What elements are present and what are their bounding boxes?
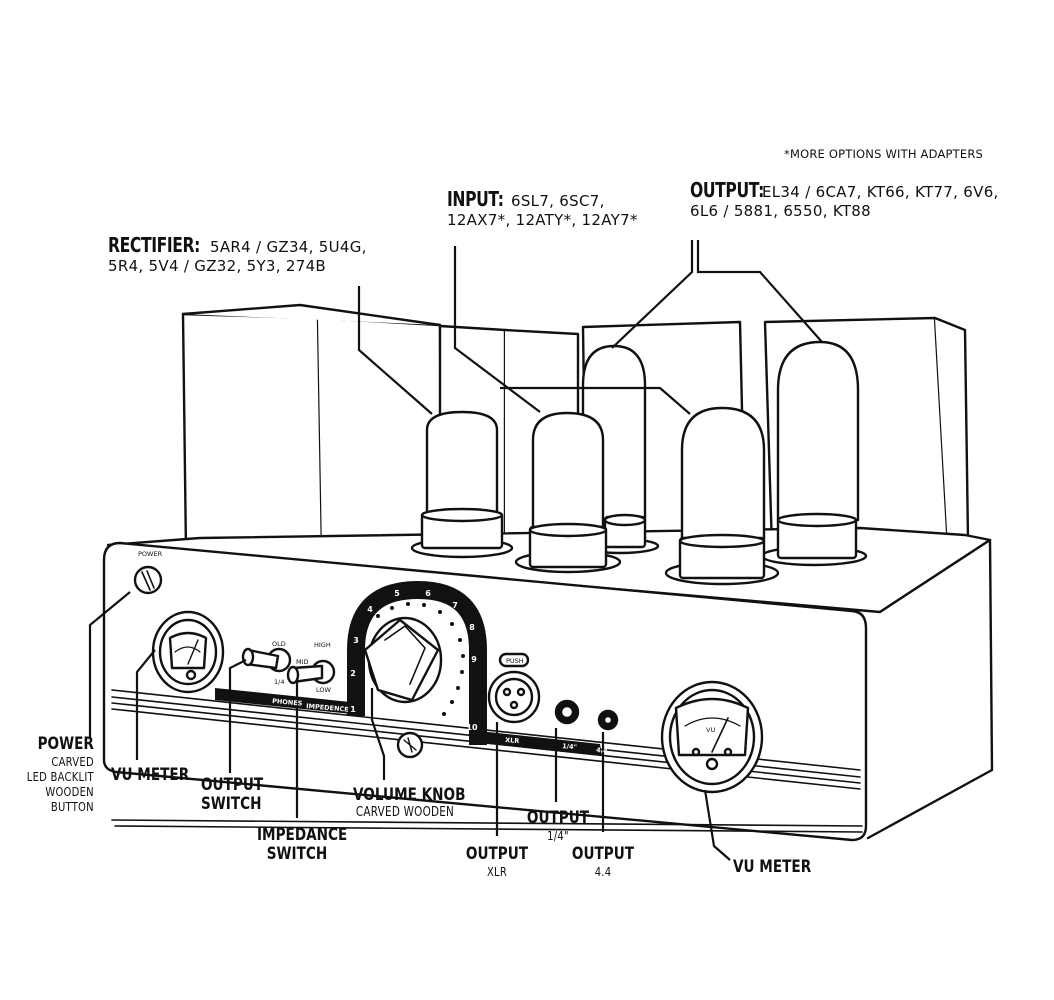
volume-dial-band bbox=[347, 581, 487, 745]
output-switch-line2: SWITCH bbox=[201, 794, 262, 814]
panel-vu: VU bbox=[706, 726, 715, 734]
panel-mid: MID bbox=[296, 658, 309, 666]
rectifier-tube bbox=[420, 410, 504, 550]
power-leader bbox=[88, 591, 131, 738]
volume-dial-dots bbox=[376, 602, 465, 716]
xlr-jack bbox=[487, 652, 541, 724]
vu-meter-left bbox=[151, 610, 225, 694]
rectifier-leader bbox=[357, 286, 433, 415]
panel-impedence: IMPEDENCE bbox=[306, 702, 349, 714]
output-tube-front bbox=[678, 406, 766, 580]
panel-power-text: POWER bbox=[138, 550, 163, 558]
input-tubes-title: INPUT: bbox=[447, 187, 504, 211]
output-leader bbox=[611, 240, 694, 349]
output-switch-label: OUTPUT SWITCH bbox=[201, 776, 263, 814]
impedance-switch-graphic bbox=[286, 659, 336, 685]
impedance-switch-line2: SWITCH bbox=[266, 844, 328, 864]
panel-push: PUSH bbox=[506, 657, 524, 665]
dial-number: 6 bbox=[425, 589, 431, 598]
output-quarter-title: OUTPUT bbox=[526, 808, 590, 828]
rectifier-line1: 5AR4 / GZ34, 5U4G, bbox=[210, 238, 367, 256]
dial-number: 9 bbox=[471, 655, 477, 664]
volume-knob-label: VOLUME KNOB CARVED WOODEN bbox=[353, 786, 465, 821]
output-quarter-label: OUTPUT 1/4" bbox=[526, 808, 590, 844]
vu-meter-right-label: VU METER bbox=[733, 857, 812, 877]
power-sub3: WOODEN bbox=[45, 784, 94, 799]
output-switch-graphic bbox=[241, 647, 292, 673]
volume-dial-numbers: 1 2 3 4 5 6 7 8 9 10 bbox=[350, 589, 478, 732]
input-tube bbox=[528, 411, 608, 569]
output-tube-right bbox=[776, 340, 860, 560]
panel-low: LOW bbox=[316, 686, 332, 694]
panel-quarter: 1/4" bbox=[562, 742, 577, 751]
dial-number: 8 bbox=[469, 623, 475, 632]
vu-meter-right bbox=[660, 680, 764, 794]
volume-knob-leader bbox=[370, 688, 386, 780]
output-tubes-line2: 6L6 / 5881, 6550, KT88 bbox=[690, 202, 871, 220]
panel-four4: 4.4 bbox=[596, 746, 609, 755]
rectifier-title: RECTIFIER: bbox=[108, 233, 201, 257]
impedance-switch-label: IMPEDANCE SWITCH bbox=[257, 826, 347, 864]
input-leader bbox=[453, 246, 541, 413]
panel-phones: PHONES bbox=[272, 697, 303, 708]
power-label: POWER CARVED LED BACKLIT WOODEN BUTTON bbox=[26, 734, 94, 815]
input-tubes-line1: 6SL7, 6SC7, bbox=[511, 192, 605, 210]
dial-number: 3 bbox=[353, 636, 359, 645]
adapter-note: *MORE OPTIONS WITH ADAPTERS bbox=[784, 147, 984, 161]
output-44-title: OUTPUT bbox=[571, 844, 635, 864]
rectifier-line2: 5R4, 5V4 / GZ32, 5Y3, 274B bbox=[108, 257, 327, 275]
power-button bbox=[133, 565, 163, 595]
output-xlr-label: OUTPUT XLR bbox=[465, 844, 529, 880]
volume-knob-title: VOLUME KNOB bbox=[353, 785, 466, 805]
panel-sw-top: OLD bbox=[272, 640, 286, 648]
dial-number: 2 bbox=[350, 669, 356, 678]
output-xlr-sub: XLR bbox=[486, 864, 508, 879]
dial-number: 7 bbox=[452, 601, 458, 610]
chassis-side bbox=[866, 538, 994, 840]
power-title: POWER bbox=[37, 734, 94, 754]
output-quarter-sub: 1/4" bbox=[547, 828, 569, 843]
dial-number: 4 bbox=[367, 605, 373, 614]
volume-knob-graphic bbox=[363, 616, 443, 759]
power-sub1: CARVED bbox=[51, 754, 94, 769]
vu-right-leader bbox=[703, 789, 731, 861]
output-44-label: OUTPUT 4.4 bbox=[571, 844, 635, 880]
dial-number: 10 bbox=[466, 723, 478, 732]
output-tubes-label: OUTPUT:EL34 / 6CA7, KT66, KT77, 6V6, 6L6… bbox=[690, 178, 999, 220]
output-44-sub: 4.4 bbox=[594, 864, 612, 879]
vu-left-leader bbox=[135, 649, 156, 760]
impedance-switch-line1: IMPEDANCE bbox=[257, 825, 348, 845]
output-leader-2 bbox=[696, 240, 823, 343]
vu-meter-left-label: VU METER bbox=[111, 765, 190, 785]
rectifier-label: RECTIFIER: 5AR4 / GZ34, 5U4G, 5R4, 5V4 / … bbox=[108, 233, 367, 275]
quarter-inch-jack bbox=[554, 699, 580, 725]
output-tubes-title: OUTPUT: bbox=[690, 178, 764, 202]
left-transformer bbox=[181, 312, 324, 554]
panel-sw-bottom: 1/4 bbox=[274, 678, 284, 686]
panel-xlr: XLR bbox=[505, 736, 520, 745]
dial-number: 5 bbox=[394, 589, 400, 598]
output-switch-leader bbox=[228, 659, 247, 773]
dial-number: 1 bbox=[350, 705, 356, 714]
left-transformer-top bbox=[181, 303, 442, 327]
input-tubes-line2: 12AX7*, 12ATY*, 12AY7* bbox=[447, 211, 638, 229]
output-switch-line1: OUTPUT bbox=[201, 775, 264, 795]
input-leader-branch bbox=[500, 386, 691, 415]
output-tubes-line1: EL34 / 6CA7, KT66, KT77, 6V6, bbox=[762, 183, 999, 201]
power-sub4: BUTTON bbox=[50, 799, 94, 814]
output-xlr-title: OUTPUT bbox=[465, 844, 529, 864]
four-four-jack bbox=[597, 709, 619, 731]
power-sub2: LED BACKLIT bbox=[26, 769, 94, 784]
panel-high: HIGH bbox=[314, 641, 331, 649]
input-tubes-label: INPUT: 6SL7, 6SC7, 12AX7*, 12ATY*, 12AY7* bbox=[447, 187, 638, 229]
volume-knob-sub: CARVED WOODEN bbox=[355, 805, 455, 820]
